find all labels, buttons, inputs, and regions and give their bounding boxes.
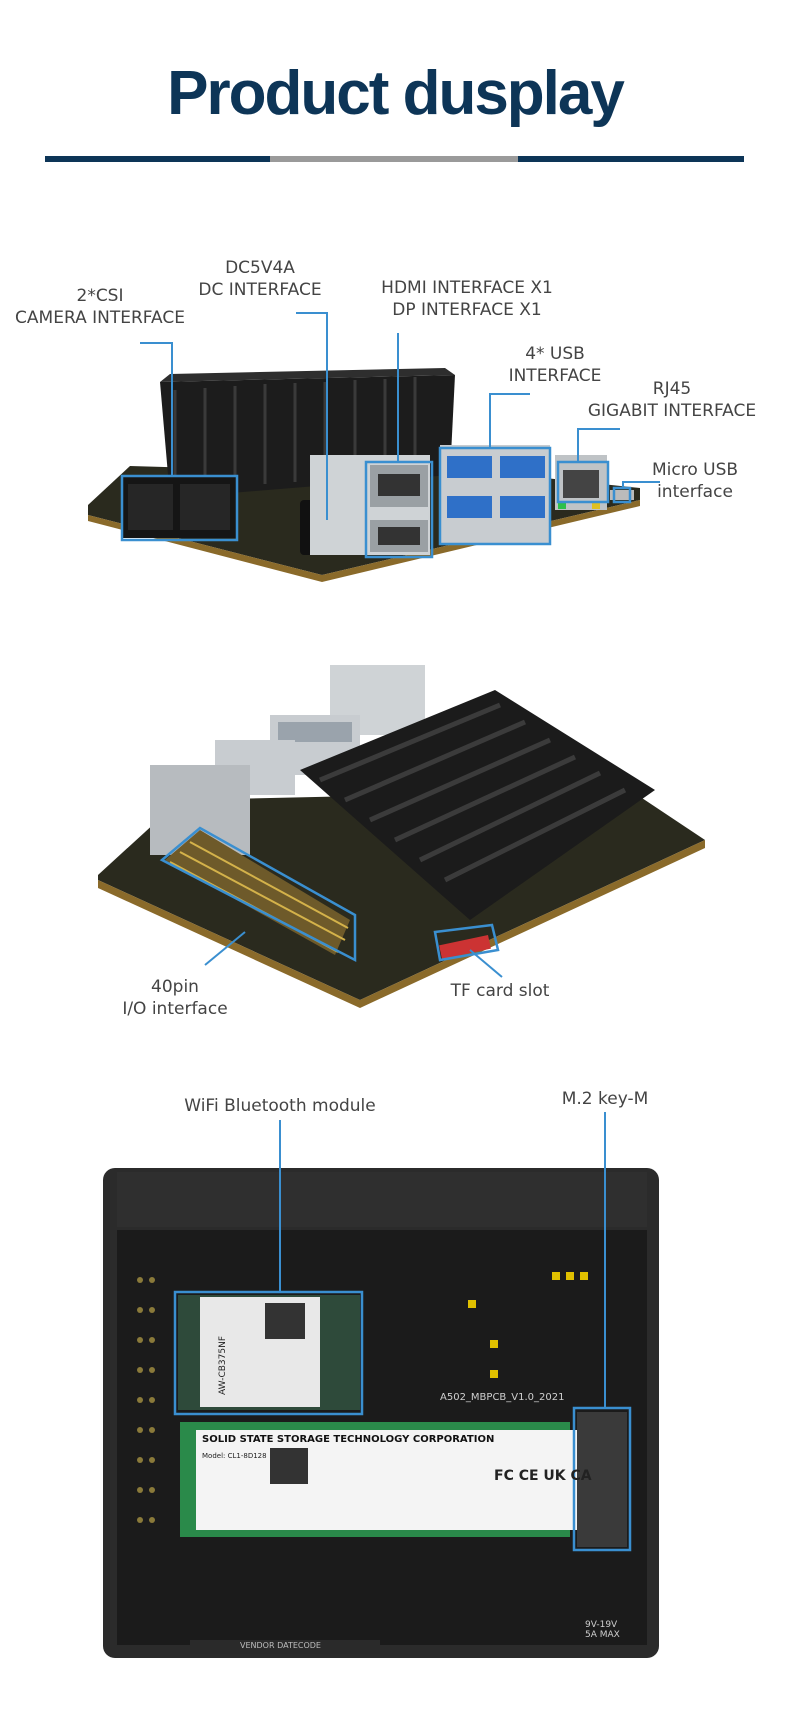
ssd-model-text: Model: CL1-8D128 <box>202 1452 267 1460</box>
title-underline-left <box>45 156 270 162</box>
board-back-illustration <box>98 665 705 1008</box>
page-title: Product dusplay <box>167 59 625 128</box>
wifi-card-text: AW-CB375NF <box>218 1336 228 1395</box>
title-underline-right <box>518 156 744 162</box>
vendor-datecode-text: VENDOR DATECODE <box>240 1641 321 1650</box>
pcb-version-text: A502_MBPCB_V1.0_2021 <box>440 1392 565 1403</box>
board-bottom-illustration <box>103 1112 659 1658</box>
ssd-title-text: SOLID STATE STORAGE TECHNOLOGY CORPORATI… <box>202 1434 495 1445</box>
board-front-illustration <box>88 312 660 582</box>
label-tf: TF card slot <box>450 981 550 1001</box>
label-wifi: WiFi Bluetooth module <box>184 1096 376 1116</box>
label-m2: M.2 key-M <box>561 1089 649 1109</box>
title-underline-middle <box>270 156 518 162</box>
ssd-cert-text: FC CE UK CA <box>494 1468 592 1484</box>
